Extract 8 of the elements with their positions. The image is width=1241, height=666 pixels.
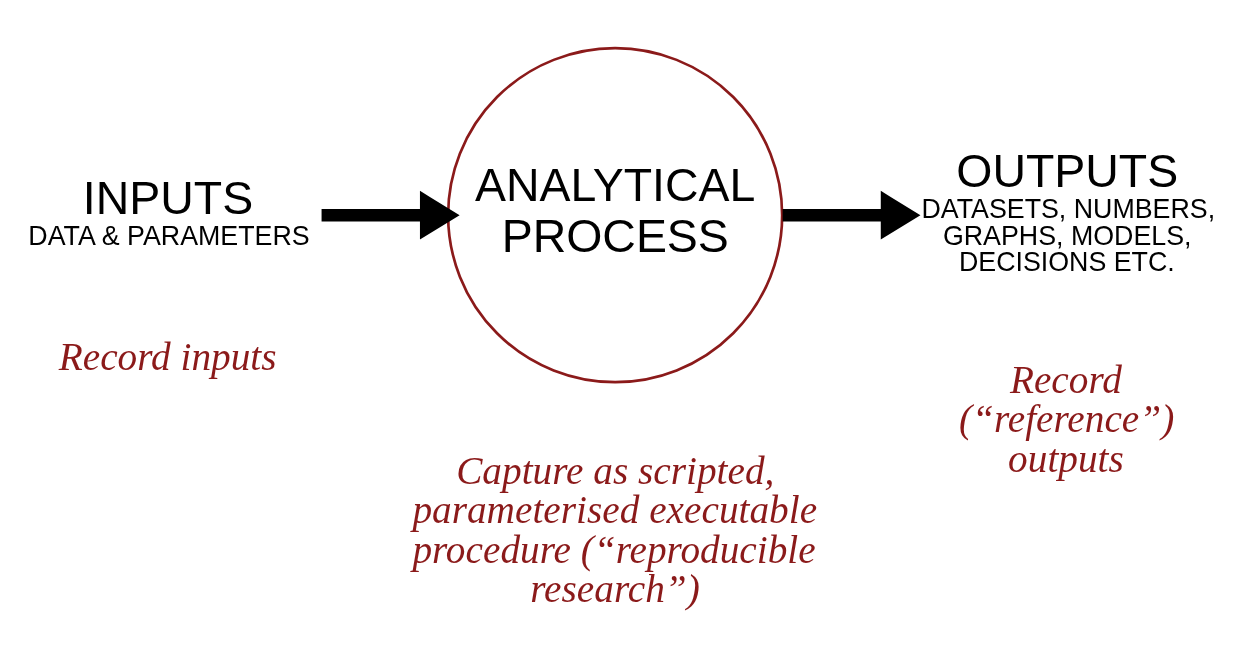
arrow [321, 190, 460, 239]
node-text: OUTPUTS DATASETS, NUMBERS, GRAPHS, MODELS, DECISIONS ETC. [921, 144, 1216, 277]
node-text: INPUTS DATA & PARAMETERS [28, 171, 310, 251]
arrow [782, 190, 921, 239]
node-label: Record inputs [58, 334, 277, 378]
node-label: Record (“reference”) outputs [959, 357, 1175, 480]
node-circle: ANALYTICAL PROCESS [446, 46, 784, 383]
node-label: Capture as scripted, parameterised executable procedure (“reproducible research”) [412, 448, 818, 610]
